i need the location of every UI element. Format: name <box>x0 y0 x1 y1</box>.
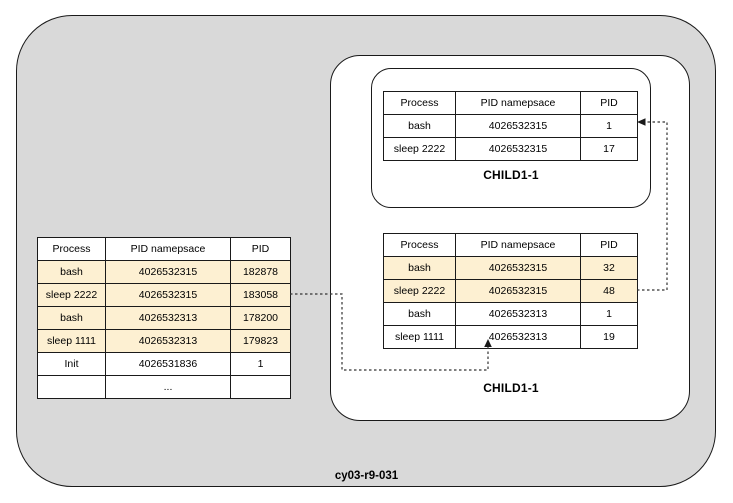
cell-process: bash <box>383 114 456 138</box>
cell-pid: 1 <box>230 352 291 376</box>
child-outer-label: CHILD1-1 <box>483 381 539 395</box>
cell-pid: 17 <box>580 137 638 161</box>
cell-namespace: 4026532313 <box>455 302 581 326</box>
cell-namespace: 4026532315 <box>105 260 231 284</box>
cell-process: sleep 1111 <box>383 325 456 349</box>
cell-namespace: 4026532315 <box>455 114 581 138</box>
column-header-process: Process <box>37 237 106 261</box>
cell-process: Init <box>37 352 106 376</box>
column-header-process: Process <box>383 233 456 257</box>
table-row: ... <box>37 375 291 399</box>
column-header-process: Process <box>383 91 456 115</box>
cell-namespace: 4026532313 <box>455 325 581 349</box>
table-row: sleep 2222 4026532315 48 <box>383 279 638 303</box>
table-row: sleep 2222 4026532315 17 <box>383 137 638 161</box>
host-pid-table: Process PID namepsace PID bash 402653231… <box>37 237 291 399</box>
child-inner-pid-table: Process PID namepsace PID bash 402653231… <box>383 91 638 161</box>
cell-pid <box>230 375 291 399</box>
table-row: bash 4026532315 32 <box>383 256 638 280</box>
cell-pid: 178200 <box>230 306 291 330</box>
diagram-caption: cy03-r9-031 <box>334 470 399 482</box>
cell-pid: 48 <box>580 279 638 303</box>
cell-namespace: 4026532313 <box>105 306 231 330</box>
table-row: bash 4026532313 178200 <box>37 306 291 330</box>
table-header-row: Process PID namepsace PID <box>383 91 638 115</box>
cell-namespace: 4026532315 <box>455 256 581 280</box>
child-inner-label: CHILD1-1 <box>483 168 539 182</box>
cell-process <box>37 375 106 399</box>
cell-pid: 1 <box>580 302 638 326</box>
table-row: bash 4026532315 182878 <box>37 260 291 284</box>
cell-namespace: 4026532313 <box>105 329 231 353</box>
table-row: bash 4026532313 1 <box>383 302 638 326</box>
cell-pid: 19 <box>580 325 638 349</box>
column-header-pid: PID <box>230 237 291 261</box>
cell-process: bash <box>37 260 106 284</box>
cell-namespace: 4026532315 <box>455 279 581 303</box>
cell-namespace: 4026532315 <box>105 283 231 307</box>
table-row: sleep 2222 4026532315 183058 <box>37 283 291 307</box>
table-row: sleep 1111 4026532313 179823 <box>37 329 291 353</box>
cell-namespace: 4026532315 <box>455 137 581 161</box>
column-header-namespace: PID namepsace <box>105 237 231 261</box>
column-header-pid: PID <box>580 233 638 257</box>
cell-process: bash <box>37 306 106 330</box>
table-row: sleep 1111 4026532313 19 <box>383 325 638 349</box>
child-outer-pid-table: Process PID namepsace PID bash 402653231… <box>383 233 638 349</box>
table-header-row: Process PID namepsace PID <box>383 233 638 257</box>
cell-process: sleep 1111 <box>37 329 106 353</box>
cell-namespace: ... <box>105 375 231 399</box>
column-header-namespace: PID namepsace <box>455 91 581 115</box>
table-header-row: Process PID namepsace PID <box>37 237 291 261</box>
cell-pid: 1 <box>580 114 638 138</box>
cell-process: bash <box>383 256 456 280</box>
cell-process: bash <box>383 302 456 326</box>
cell-pid: 179823 <box>230 329 291 353</box>
cell-process: sleep 2222 <box>383 279 456 303</box>
cell-pid: 182878 <box>230 260 291 284</box>
column-header-namespace: PID namepsace <box>455 233 581 257</box>
cell-pid: 32 <box>580 256 638 280</box>
table-row: bash 4026532315 1 <box>383 114 638 138</box>
cell-pid: 183058 <box>230 283 291 307</box>
cell-process: sleep 2222 <box>37 283 106 307</box>
cell-process: sleep 2222 <box>383 137 456 161</box>
column-header-pid: PID <box>580 91 638 115</box>
cell-namespace: 4026531836 <box>105 352 231 376</box>
table-row: Init 4026531836 1 <box>37 352 291 376</box>
